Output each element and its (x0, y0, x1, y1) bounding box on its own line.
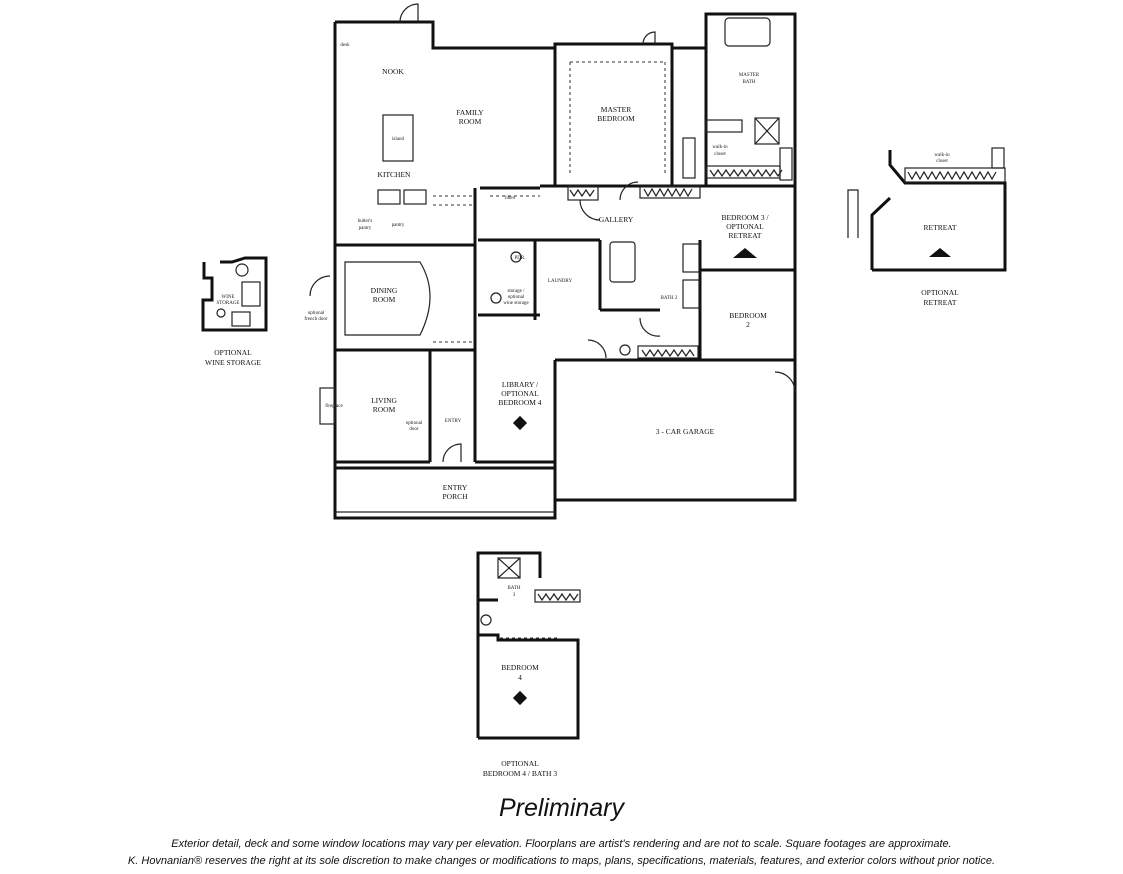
label-dining-2: ROOM (373, 295, 396, 304)
wine-inset: WINE STORAGE OPTIONAL WINE STORAGE (201, 256, 268, 367)
label-library-3: BEDROOM 4 (498, 398, 541, 407)
label-porch-2: PORCH (442, 492, 468, 501)
label-living-2: ROOM (373, 405, 396, 414)
label-dining-1: DINING (371, 286, 398, 295)
dining-bay (344, 261, 431, 336)
label-garage: 3 - CAR GARAGE (656, 427, 715, 436)
label-master-bedroom-1: MASTER (601, 105, 631, 114)
retreat-closet-1: walk-in (934, 153, 950, 158)
bath3-label-1: BATH (507, 586, 520, 591)
label-optional-door-2: door (409, 427, 419, 432)
bath-fixtures (319, 17, 780, 425)
label-island: island (392, 137, 404, 142)
label-master-bath-2: BATH (742, 80, 755, 85)
floor-plan: NOOK FAMILY ROOM island KITCHEN MASTER B… (201, 3, 1007, 778)
label-laundry: LAUNDRY (548, 279, 573, 284)
label-master-bedroom-2: BEDROOM (597, 114, 635, 123)
label-bedroom3-1: BEDROOM 3 / (721, 213, 769, 222)
preliminary-title: Preliminary (498, 794, 625, 822)
wine-caption-1: OPTIONAL (214, 348, 252, 357)
label-butlers-2: pantry (359, 226, 372, 231)
disclaimer-line-1: Exterior detail, deck and some window lo… (171, 838, 952, 850)
label-storage-3: wine storage (503, 301, 529, 306)
label-family-room-2: ROOM (459, 117, 482, 126)
label-porch-1: ENTRY (443, 483, 468, 492)
bedroom4-caption-2: BEDROOM 4 / BATH 3 (483, 769, 557, 778)
room-labels: NOOK FAMILY ROOM island KITCHEN MASTER B… (304, 43, 769, 501)
label-desk: desk (340, 43, 350, 48)
label-butlers-1: butler's (358, 219, 373, 224)
bath3-label-2: 3 (513, 593, 516, 598)
retreat-caption-2: RETREAT (924, 298, 957, 307)
label-nook: NOOK (382, 67, 404, 76)
label-bedroom2-1: BEDROOM (729, 311, 767, 320)
label-walk-in-2: closet (714, 152, 726, 157)
label-pantry: pantry (392, 223, 405, 228)
label-pdr: PDR. (515, 256, 526, 261)
diamond-marker-bedroom4 (512, 690, 528, 706)
retreat-caption-1: OPTIONAL (921, 288, 959, 297)
wine-room-2: STORAGE (217, 301, 240, 306)
diamond-marker-library (512, 415, 528, 431)
bedroom4-label-2: 4 (518, 673, 522, 682)
retreat-closet-2: closet (936, 159, 948, 164)
label-optional-door-1: optional (406, 421, 423, 426)
bedroom4-label-1: BEDROOM (501, 663, 539, 672)
triangle-marker-retreat (929, 248, 951, 257)
label-linen: linen (505, 196, 515, 201)
label-library-1: LIBRARY / (502, 380, 539, 389)
door-swings (309, 3, 796, 463)
label-bedroom3-2: OPTIONAL (726, 222, 764, 231)
retreat-room-label: RETREAT (924, 223, 957, 232)
label-master-bath-1: MASTER (739, 73, 760, 78)
label-optional-french-1: optional (308, 311, 325, 316)
label-bedroom2-2: 2 (746, 320, 750, 329)
closet-shelving (567, 119, 793, 359)
label-storage-2: optional (508, 295, 525, 300)
label-optional-french-2: french door (304, 317, 328, 322)
label-fireplace: fireplace (325, 404, 343, 409)
retreat-inset: walk-in closet RETREAT OPTIONAL RETREAT (847, 147, 1007, 307)
triangle-marker-bedroom3 (733, 248, 757, 258)
label-storage-1: storage / (507, 289, 525, 294)
wine-room-1: WINE (221, 295, 234, 300)
label-kitchen: KITCHEN (378, 170, 411, 179)
main-house-walls (333, 12, 797, 520)
label-bedroom3-3: RETREAT (729, 231, 762, 240)
wine-caption-2: WINE STORAGE (205, 358, 261, 367)
label-living-1: LIVING (371, 396, 397, 405)
bedroom4-inset: BATH 3 BEDROOM 4 OPTIONAL BEDROOM 4 / BA… (476, 551, 581, 778)
label-library-2: OPTIONAL (501, 389, 539, 398)
disclaimer-line-2: K. Hovnanian® reserves the right at its … (127, 855, 996, 867)
label-bath2: BATH 2 (661, 296, 678, 301)
bedroom4-caption-1: OPTIONAL (501, 759, 539, 768)
label-family-room-1: FAMILY (456, 108, 484, 117)
label-entry: ENTRY (445, 419, 462, 424)
label-walk-in-1: walk-in (712, 145, 728, 150)
label-gallery: GALLERY (599, 215, 634, 224)
dashed-openings (433, 61, 666, 343)
